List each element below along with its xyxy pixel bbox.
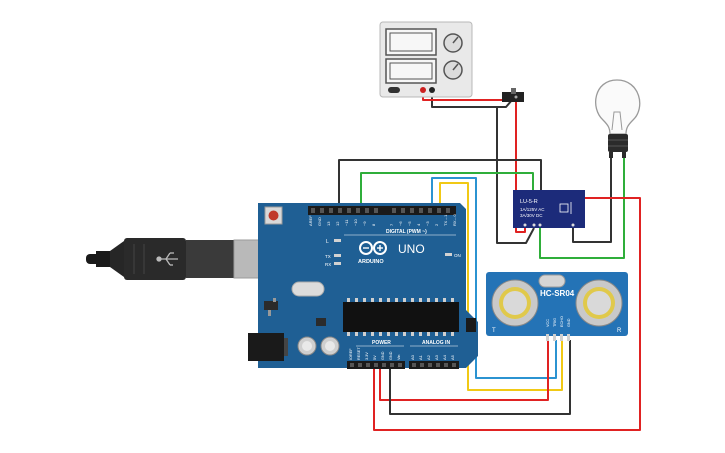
pin-label-12: 12: [335, 221, 340, 226]
analog-header[interactable]: [409, 361, 459, 369]
pin-label-11: ~11: [344, 219, 349, 226]
digital-header-pins: [311, 208, 450, 213]
wire-blue-trig[interactable]: [431, 177, 557, 379]
pin-label-a2: A2: [426, 354, 431, 360]
relay-spec-line1: 1A/125V AC: [520, 207, 545, 212]
power-label: POWER: [372, 340, 391, 346]
pin-label-a1: A1: [418, 354, 423, 360]
analog-in-label: ANALOG IN: [422, 340, 450, 346]
arduino-logo-text: ARDUINO: [358, 259, 384, 265]
icsp-header: [466, 318, 476, 332]
arduino-uno-board[interactable]: AREF GND 13 12 ~11 ~10 ~9 8 7 ~6 ~5 4 ~3…: [248, 203, 478, 369]
sensor-pin-gnd: GND: [567, 318, 571, 327]
pin-label-9: ~9: [362, 221, 367, 226]
receiver-transducer: [575, 279, 623, 327]
pin-label-13: 13: [326, 221, 331, 226]
reset-button[interactable]: [264, 206, 283, 225]
relay-spec-line2: 3A/30V DC: [520, 213, 543, 218]
chip-legs: [347, 298, 454, 336]
usb-cable[interactable]: [86, 238, 275, 280]
relay-name: LU-5-R: [520, 199, 538, 205]
pin-label-8: 8: [371, 223, 376, 226]
wires: [338, 92, 641, 431]
crystal-oscillator: [291, 281, 325, 297]
led-label-rx: RX: [325, 262, 331, 267]
transmitter-transducer: [491, 279, 539, 327]
atmega-chip: [343, 302, 459, 332]
arduino-model-text: UNO: [398, 242, 425, 256]
power-supply[interactable]: [379, 21, 473, 98]
sensor-pin-echo: ECHO: [560, 316, 564, 327]
pin-label-0: RX←0: [452, 213, 457, 226]
sensor-name: HC-SR04: [540, 289, 575, 298]
usb-symbol-icon: [156, 252, 178, 266]
pin-label-2: 2: [434, 223, 439, 226]
psu-power-button[interactable]: [388, 87, 400, 93]
pin-label-6: ~6: [398, 221, 403, 226]
analog-pin-labels: A0 A1 A2 A3 A4 A5: [410, 354, 455, 360]
wire-black-arduino-to-relay[interactable]: [338, 159, 542, 210]
pin-label-a4: A4: [442, 354, 447, 360]
sensor-pin-labels: VCC TRIG ECHO GND: [546, 316, 571, 327]
digital-pwm-label: DIGITAL (PWM ~): [386, 229, 427, 235]
bottom-header-pins: [350, 363, 456, 367]
pin-label-gnd: GND: [317, 217, 322, 226]
wire-black-sensor-gnd[interactable]: [389, 340, 571, 415]
pin-label-10: ~10: [353, 218, 358, 226]
wire-red-sensor-vcc[interactable]: [379, 340, 549, 401]
pin-label-5v: 5V: [373, 355, 377, 360]
relay[interactable]: LU-5-R 1A/125V AC 3A/30V DC: [513, 190, 585, 228]
pin-label-4: 4: [416, 223, 421, 226]
pin-label-a0: A0: [410, 354, 415, 360]
pin-label-1: TX→1: [443, 214, 448, 226]
digital-header[interactable]: [308, 206, 456, 215]
dc-power-jack[interactable]: [248, 333, 284, 361]
pin-label-5: ~5: [407, 221, 412, 226]
led-label-on: ON: [454, 253, 461, 258]
led-label-l: L: [326, 239, 329, 245]
digital-pin-labels: AREF GND 13 12 ~11 ~10 ~9 8 7 ~6 ~5 4 ~3…: [308, 213, 457, 226]
sensor-pins: [546, 334, 570, 341]
sensor-pin-trig: TRIG: [553, 318, 557, 327]
pin-label-gnd2: GND: [389, 351, 393, 360]
pin-label-aref: AREF: [308, 215, 313, 226]
wire-red-relay-to-5v[interactable]: [373, 197, 641, 431]
wire-green-bulb-right[interactable]: [539, 157, 625, 259]
pin-label-a3: A3: [434, 354, 439, 360]
arduino-infinity-logo-icon: [359, 241, 387, 255]
pin-label-reset: RESET: [357, 347, 361, 360]
sensor-mark-r: R: [617, 328, 622, 334]
capacitors: [297, 336, 340, 356]
pin-label-ioref: IOREF: [349, 348, 353, 360]
psu-terminal-negative[interactable]: [429, 87, 435, 93]
wire-yellow-echo[interactable]: [439, 182, 563, 391]
power-pin-labels: IOREF RESET 3.3V 5V GND GND Vin: [349, 347, 401, 360]
light-bulb[interactable]: [595, 79, 641, 158]
onboard-leds: [334, 239, 452, 265]
slide-switch[interactable]: [502, 88, 524, 102]
pin-label-gnd1: GND: [381, 351, 385, 360]
psu-terminal-positive[interactable]: [420, 87, 426, 93]
pin-label-3: ~3: [425, 221, 430, 226]
wire-green-pin-to-relay[interactable]: [360, 172, 534, 210]
sensor-pin-vcc: VCC: [546, 319, 550, 327]
relay-symbol-icon: [559, 202, 572, 214]
pin-label-vin: Vin: [397, 355, 401, 360]
led-label-tx: TX: [325, 254, 331, 259]
wire-black-switch-to-relay[interactable]: [496, 108, 535, 244]
hc-sr04-sensor[interactable]: HC-SR04 T R VCC TRIG ECHO GND: [486, 272, 628, 341]
sensor-crystal: [538, 274, 566, 288]
sensor-mark-t: T: [492, 328, 496, 334]
pin-label-7: 7: [389, 223, 394, 226]
wire-red-switch-to-relay[interactable]: [515, 100, 526, 233]
pin-label-a5: A5: [450, 354, 455, 360]
pin-label-3v3: 3.3V: [365, 352, 369, 360]
wire-black-bulb-left[interactable]: [572, 157, 612, 243]
